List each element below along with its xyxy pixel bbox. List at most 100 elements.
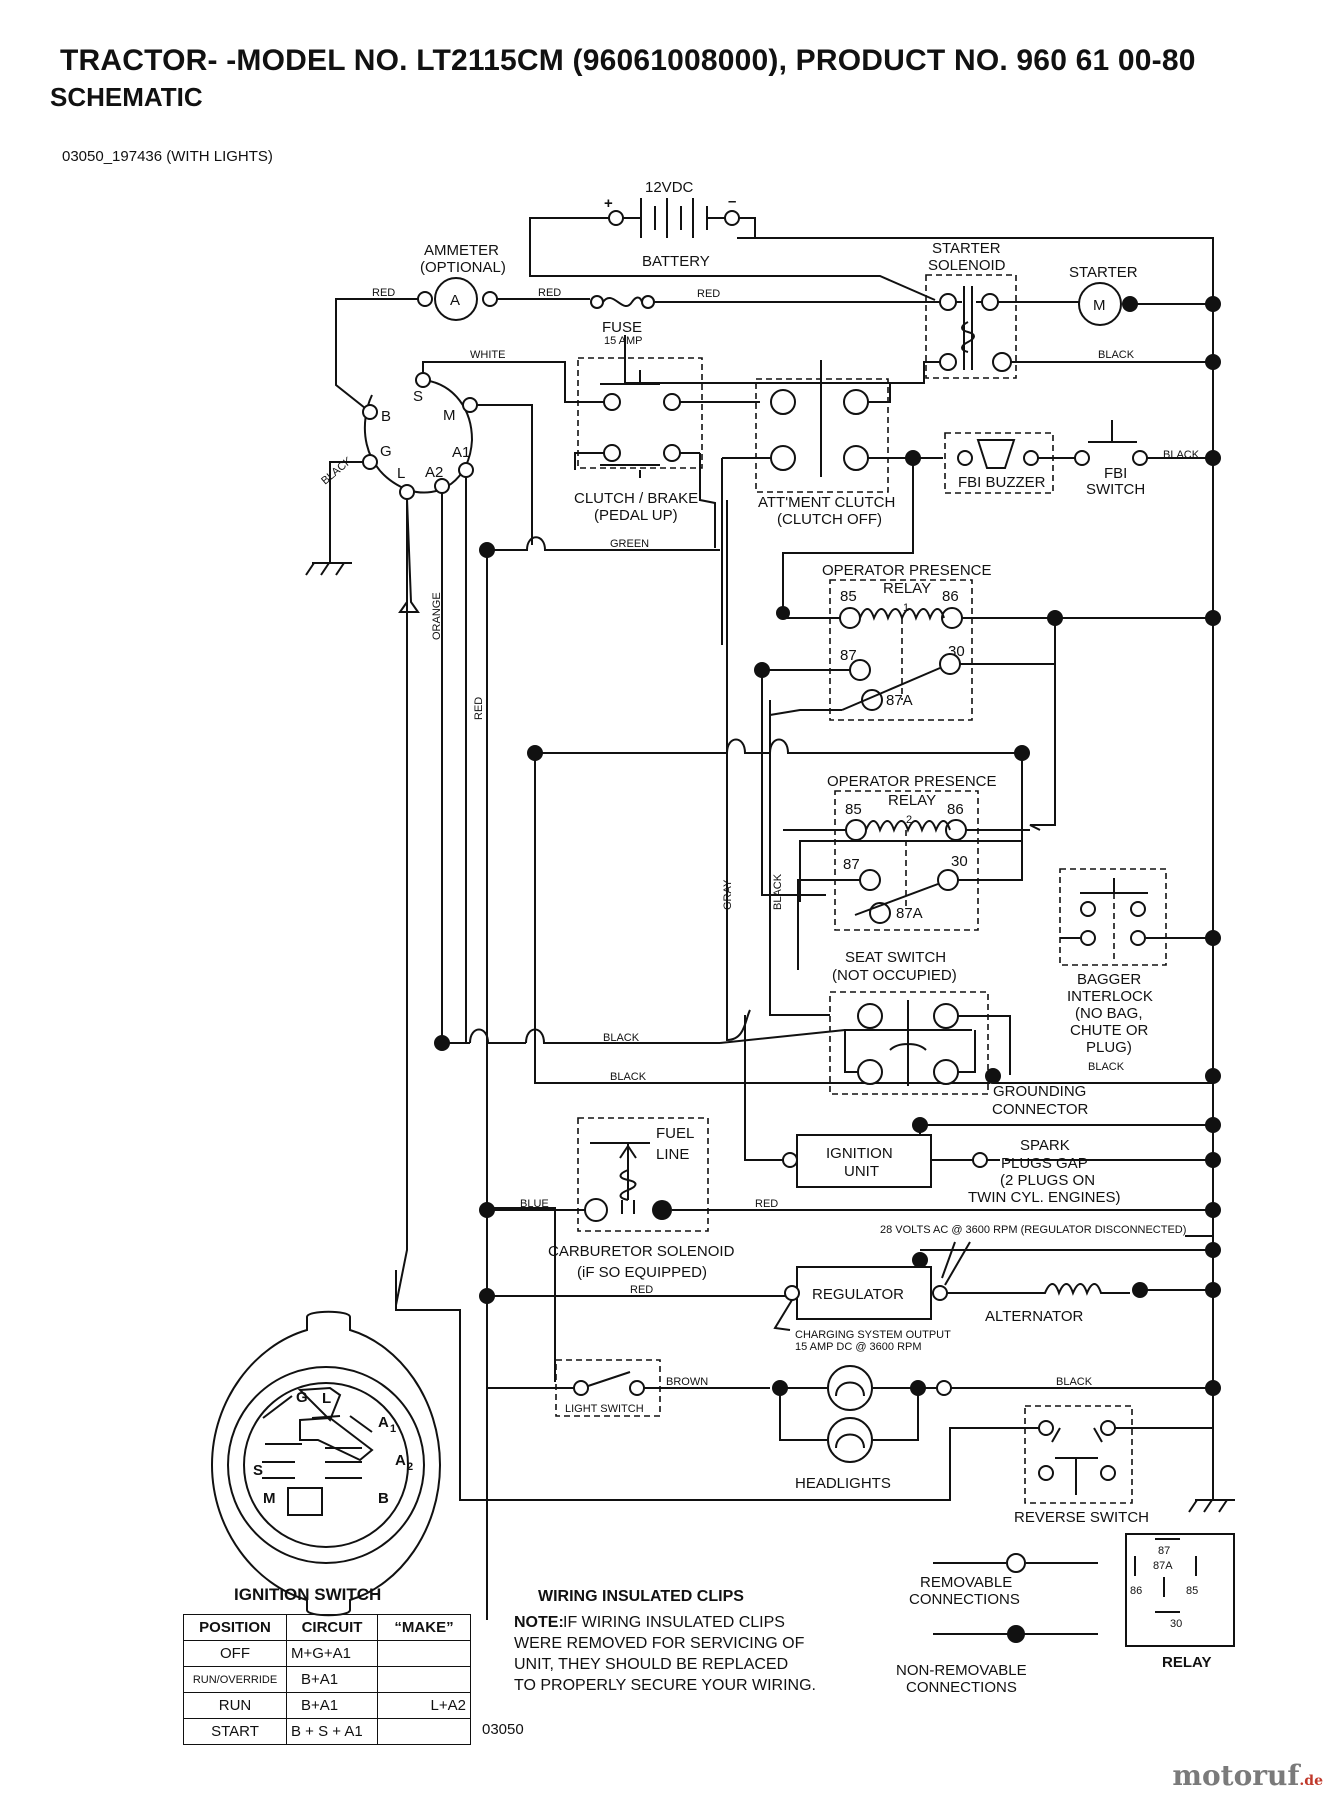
battery-plus: + [604, 195, 613, 212]
relay-legend-label: RELAY [1162, 1654, 1211, 1671]
wire-label-black-fbi: BLACK [1163, 449, 1200, 461]
table-row: START B + S + A1 [183, 1718, 471, 1745]
wire-label-black-g: BLACK [319, 454, 355, 487]
att-clutch-label: ATT'MENT CLUTCH [758, 494, 895, 511]
wire-label-brown: BROWN [666, 1376, 708, 1388]
relay1-t86: 86 [942, 588, 959, 605]
ign-terminal-g: G [380, 443, 392, 460]
wire-label-gray: GRAY [722, 879, 734, 910]
relay1-t85: 85 [840, 588, 857, 605]
cell-circuit: B + S + A1 [286, 1718, 378, 1745]
ground-symbol-right [1188, 1490, 1235, 1513]
fbi-buzzer: FBI BUZZER [944, 432, 1054, 494]
table-row: RUN/OVERRIDE B+A1 [183, 1666, 471, 1693]
clips-note-line-1: IF WIRING INSULATED CLIPS [563, 1614, 785, 1631]
fbi-switch: FBI SWITCH [1074, 420, 1148, 498]
light-switch-label: LIGHT SWITCH [565, 1403, 644, 1415]
wire-label-red-reg: RED [630, 1284, 653, 1296]
ign-face-a2-sub: 2 [407, 1461, 413, 1473]
relay1-t87: 87 [840, 647, 857, 664]
starter-label: STARTER [1069, 264, 1138, 281]
relay1-sub: RELAY [883, 580, 931, 597]
insulated-clips-note: WIRING INSULATED CLIPS NOTE: IF WIRING I… [514, 1588, 816, 1694]
alternator-label: ALTERNATOR [985, 1308, 1084, 1325]
relay2-t86: 86 [947, 801, 964, 818]
relay-legend-87a: 87A [1153, 1560, 1173, 1572]
starter-solenoid: STARTER SOLENOID [624, 240, 1017, 384]
col-circuit: CIRCUIT [286, 1614, 378, 1641]
ignition-switch-terminals: S B M G A1 L A2 [362, 372, 478, 500]
attachment-clutch-switch: ATT'MENT CLUTCH (CLUTCH OFF) [722, 360, 913, 528]
cell-position: START [183, 1718, 287, 1745]
att-clutch-label-2: (CLUTCH OFF) [777, 511, 882, 528]
ign-terminal-s: S [413, 388, 423, 405]
ign-terminal-m: M [443, 407, 456, 424]
legend-nonremovable-2: CONNECTIONS [906, 1679, 1017, 1696]
col-position: POSITION [183, 1614, 287, 1641]
relay1-num: 1 [903, 602, 909, 614]
ignition-unit: IGNITION UNIT [782, 1134, 932, 1188]
wire-label-green: GREEN [610, 538, 649, 550]
ignition-table-title: IGNITION SWITCH [234, 1585, 381, 1604]
ign-face-l: L [322, 1390, 331, 1407]
wire-label-black-seat: BLACK [603, 1032, 640, 1044]
ign-face-b: B [378, 1490, 389, 1507]
regulator: REGULATOR [784, 1266, 948, 1320]
seat-switch-label-2: (NOT OCCUPIED) [832, 967, 957, 984]
col-make: “MAKE” [377, 1614, 471, 1641]
relay2-t85: 85 [845, 801, 862, 818]
cell-make [377, 1640, 471, 1667]
cell-position: RUN/OVERRIDE [183, 1666, 287, 1693]
fuse: FUSE 15 AMP [590, 295, 655, 347]
headlights: HEADLIGHTS [772, 1365, 926, 1492]
battery-voltage: 12VDC [645, 179, 694, 196]
clutch-brake-label-2: (PEDAL UP) [594, 507, 678, 524]
ign-terminal-a2: A2 [425, 464, 443, 481]
ignition-switch-table: POSITION CIRCUIT “MAKE” OFF M+G+A1 RUN/O… [183, 1614, 471, 1745]
relay2-num: 2 [906, 814, 912, 826]
ign-terminal-a1: A1 [452, 444, 470, 461]
page-title: TRACTOR- -MODEL NO. LT2115CM (9606100800… [60, 44, 1196, 77]
spark-plugs-label-3: (2 PLUGS ON [1000, 1172, 1095, 1189]
ign-face-a1: A [378, 1414, 389, 1431]
operator-presence-relay-2: OPERATOR PRESENCE RELAY 2 85 86 87 30 87… [827, 773, 996, 931]
spark-plugs-label-1: SPARK [1020, 1137, 1070, 1154]
clips-note-line-2: WERE REMOVED FOR SERVICING OF [514, 1635, 805, 1652]
ign-face-s: S [253, 1462, 263, 1479]
reverse-switch-label: REVERSE SWITCH [1014, 1509, 1149, 1526]
relay1-label: OPERATOR PRESENCE [822, 562, 991, 579]
wire-label-black-ground: BLACK [610, 1071, 647, 1083]
ign-terminal-l: L [397, 465, 405, 482]
relay2-sub: RELAY [888, 792, 936, 809]
wire-label-black-starter: BLACK [1098, 349, 1135, 361]
document-reference: 03050_197436 (WITH LIGHTS) [62, 148, 273, 165]
ammeter: AMMETER (OPTIONAL) A [417, 242, 506, 321]
connections-legend: REMOVABLE CONNECTIONS NON-REMOVABLE CONN… [896, 1553, 1098, 1696]
seat-switch-label: SEAT SWITCH [845, 949, 946, 966]
carb-solenoid-label-2: (iF SO EQUIPPED) [577, 1264, 707, 1281]
fuse-label: FUSE [602, 319, 642, 336]
ignition-switch-face: G L A 1 S A 2 M B [210, 1310, 442, 1617]
wire-label-blue: BLUE [520, 1198, 549, 1210]
relay2-t87: 87 [843, 856, 860, 873]
fbi-buzzer-label: FBI BUZZER [958, 474, 1046, 491]
bagger-label-2: INTERLOCK [1067, 988, 1153, 1005]
battery-minus: – [728, 193, 736, 210]
fbi-switch-label-2: SWITCH [1086, 481, 1145, 498]
headlights-label: HEADLIGHTS [795, 1475, 891, 1492]
cell-make [377, 1718, 471, 1745]
legend-removable-2: CONNECTIONS [909, 1591, 1020, 1608]
regulator-output-label: CHARGING SYSTEM OUTPUT [795, 1329, 951, 1341]
footer-code: 03050 [482, 1721, 524, 1738]
relay-legend-87: 87 [1158, 1545, 1170, 1557]
relay2-t87a: 87A [896, 905, 923, 922]
watermark-logo: motoruf.de [1172, 1759, 1323, 1792]
cell-circuit: B+A1 [286, 1692, 378, 1719]
bagger-label-5: PLUG) [1086, 1039, 1132, 1056]
wire-label-white: WHITE [470, 349, 505, 361]
ground-symbol-left [305, 562, 352, 576]
ignition-unit-label: IGNITION [826, 1145, 893, 1162]
carburetor-solenoid: FUEL LINE CARBURETOR SOLENOID (iF SO EQU… [548, 1117, 735, 1281]
operator-presence-relay-1: OPERATOR PRESENCE RELAY 1 85 86 87 30 87… [822, 562, 991, 721]
